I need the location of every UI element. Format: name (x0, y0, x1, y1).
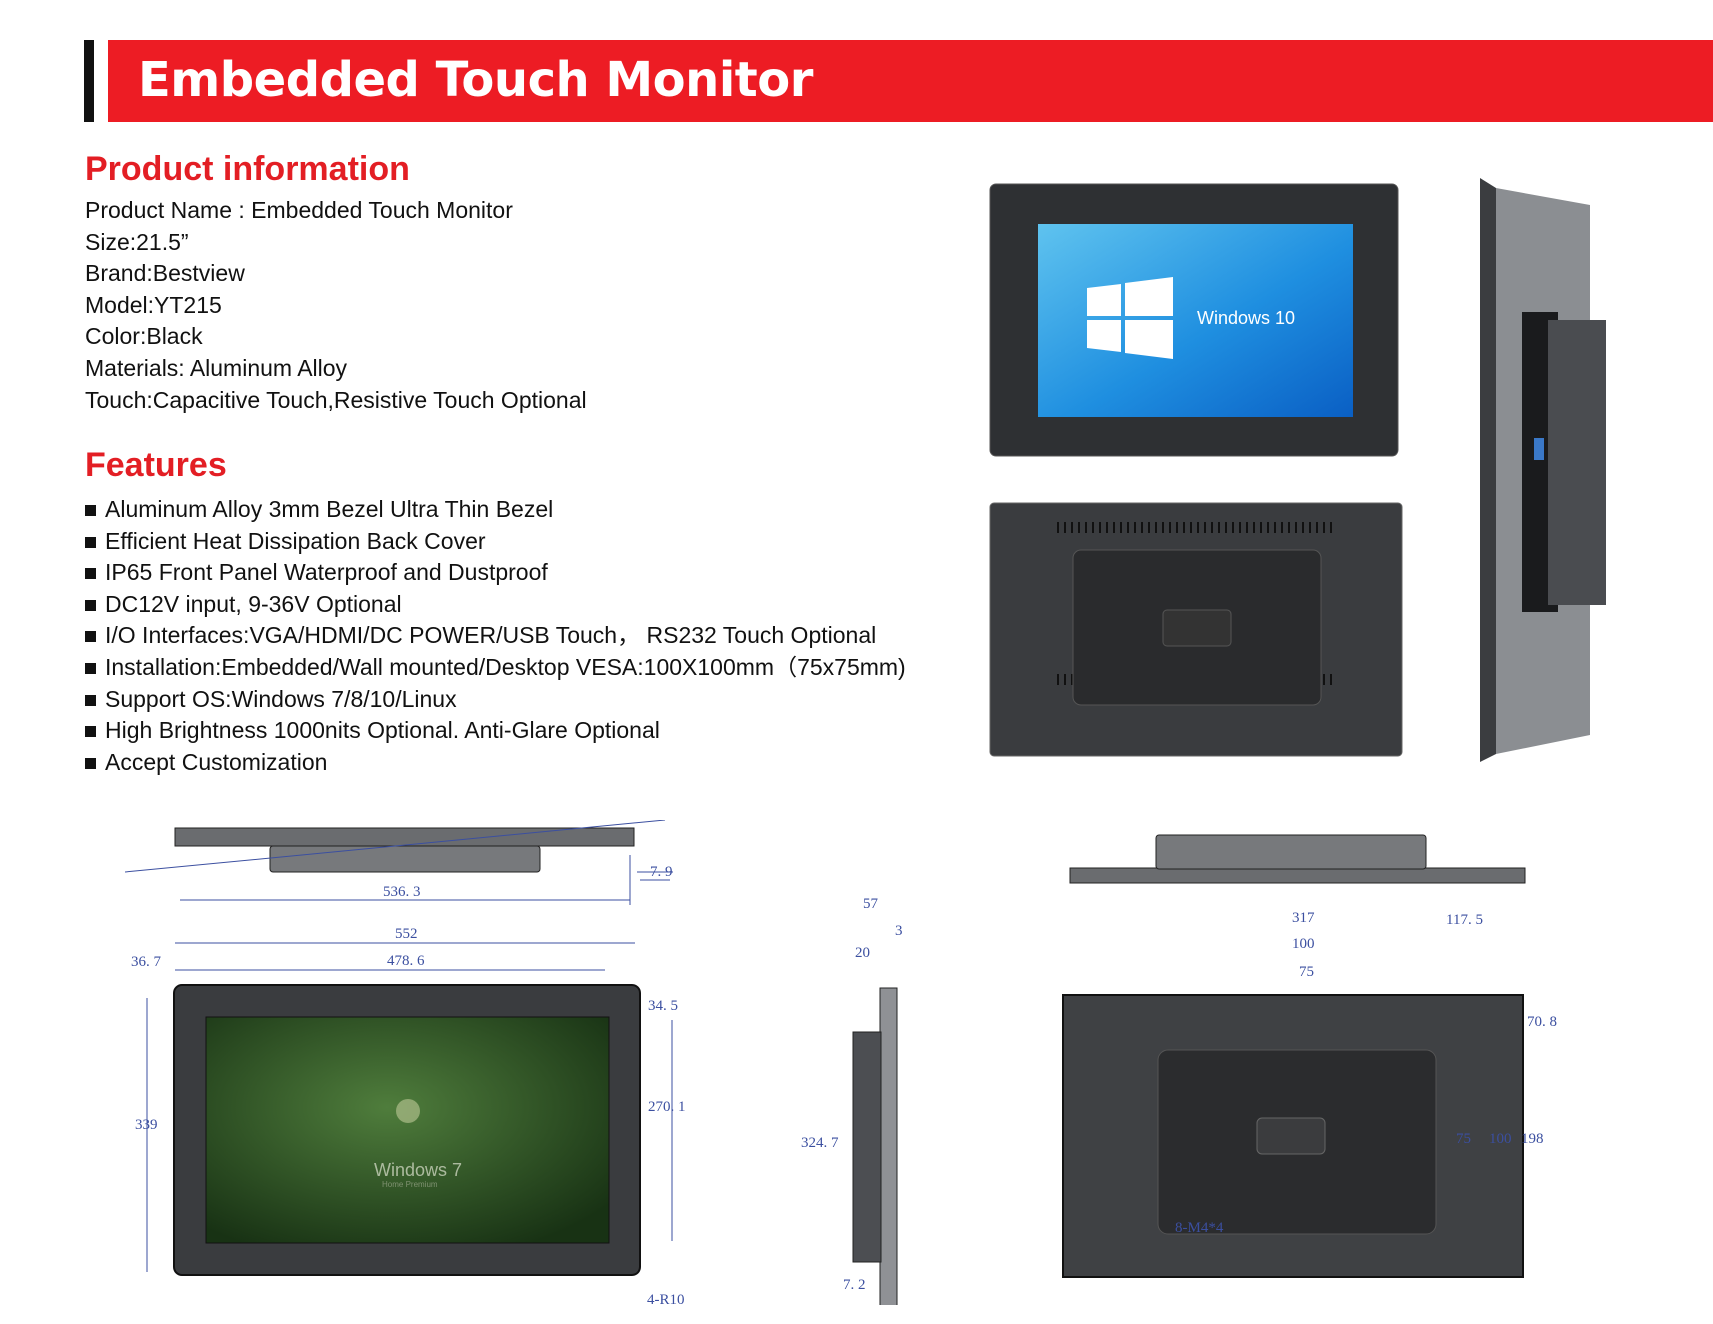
dim-screen-height: 270. 1 (648, 1099, 686, 1115)
dim-side-bottom: 7. 2 (843, 1277, 866, 1293)
square-bullet-icon (85, 694, 96, 706)
dim-bezel: 3 (895, 923, 903, 939)
features-heading: Features (85, 446, 227, 484)
feature-item: Aluminum Alloy 3mm Bezel Ultra Thin Beze… (85, 494, 906, 526)
info-line: Materials: Aluminum Alloy (85, 354, 348, 381)
dim-back-depth: 20 (855, 945, 870, 961)
square-bullet-icon (85, 757, 96, 769)
feature-item: Support OS:Windows 7/8/10/Linux (85, 684, 906, 716)
info-line: Brand:Bestview (85, 260, 245, 287)
square-bullet-icon (85, 568, 96, 580)
dim-screws: 8-M4*4 (1175, 1220, 1224, 1236)
dim-corner-radius: 4-R10 (647, 1292, 685, 1308)
feature-item: DC12V input, 9-36V Optional (85, 589, 906, 621)
windows-7-logo-icon (396, 1099, 420, 1123)
windows-logo-icon (1087, 277, 1173, 359)
info-line: Size:21.5” (85, 228, 189, 255)
feature-item: Efficient Heat Dissipation Back Cover (85, 526, 906, 558)
square-bullet-icon (85, 599, 96, 611)
dim-top-width: 536. 3 (383, 884, 421, 900)
feature-item: Accept Customization (85, 747, 906, 779)
dim-back-v100: 100 (1489, 1131, 1512, 1147)
front-screen (205, 1016, 610, 1244)
dim-total-depth: 57 (863, 896, 879, 912)
info-line: Model:YT215 (85, 291, 222, 318)
vga-port-icon (1534, 438, 1544, 460)
feature-item: I/O Interfaces:VGA/HDMI/DC POWER/USB Tou… (85, 620, 906, 652)
side-heatsink (1548, 320, 1606, 605)
square-bullet-icon (85, 726, 96, 738)
monitor-screen (1038, 224, 1353, 417)
dim-vesa-100: 100 (1292, 936, 1315, 952)
front-view-drawing: 536. 3 7. 9 552 478. 6 36. 7 Windows 7 H… (125, 820, 686, 1308)
dim-overall-width: 552 (395, 926, 418, 942)
feature-item: Installation:Embedded/Wall mounted/Deskt… (85, 652, 906, 684)
feature-item: IP65 Front Panel Waterproof and Dustproo… (85, 557, 906, 589)
info-line: Color:Black (85, 323, 203, 350)
front-photo: Windows 10 (989, 183, 1399, 457)
info-line: Touch:Capacitive Touch,Resistive Touch O… (85, 386, 587, 413)
dim-side-height: 324. 7 (801, 1135, 839, 1151)
product-info-heading: Product information (85, 150, 410, 188)
dim-vesa-75: 75 (1299, 964, 1314, 980)
side-view-drawing: 57 20 3 324. 7 7. 2 (801, 896, 903, 1305)
square-bullet-icon (85, 536, 96, 548)
back-photo (989, 502, 1403, 757)
side-photo (1480, 178, 1606, 762)
dim-top-depth: 7. 9 (650, 864, 673, 880)
dim-back-v198: 198 (1521, 1131, 1544, 1147)
dim-left-offset: 36. 7 (131, 954, 162, 970)
header-banner (108, 40, 1713, 122)
windows-7-label: Windows 7 (374, 1160, 462, 1180)
windows-7-edition: Home Premium (382, 1180, 438, 1189)
back-view-drawing: 317 117. 5 100 75 70. 8 75 100 198 8-M4*… (1062, 834, 1557, 1278)
square-bullet-icon (85, 662, 96, 674)
dim-back-top-offset: 70. 8 (1527, 1014, 1557, 1030)
windows-10-label: Windows 10 (1197, 308, 1295, 328)
features-list: Aluminum Alloy 3mm Bezel Ultra Thin Beze… (85, 494, 906, 778)
product-info-list: Product Name : Embedded Touch Monitor Si… (85, 195, 587, 416)
header-accent-bar (84, 40, 94, 122)
dim-back-width-left: 317 (1292, 910, 1315, 926)
page-title: Embedded Touch Monitor (138, 52, 813, 108)
dim-back-v75: 75 (1456, 1131, 1471, 1147)
dim-top-offset: 34. 5 (648, 998, 678, 1014)
info-line: Product Name : Embedded Touch Monitor (85, 197, 513, 223)
dim-screen-width: 478. 6 (387, 953, 425, 969)
square-bullet-icon (85, 631, 96, 643)
dim-overall-height: 339 (135, 1117, 158, 1133)
dim-back-width-right: 117. 5 (1446, 912, 1483, 928)
feature-item: High Brightness 1000nits Optional. Anti-… (85, 715, 906, 747)
square-bullet-icon (85, 505, 96, 516)
